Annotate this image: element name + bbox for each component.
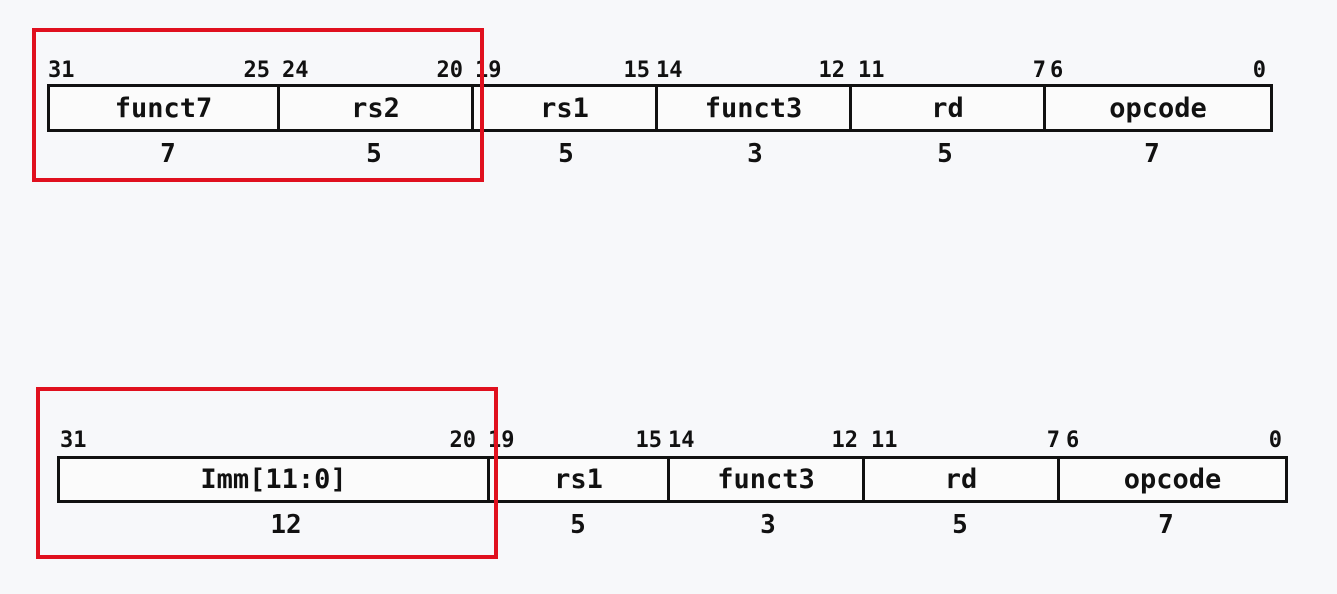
bit-label: 12 bbox=[818, 58, 846, 83]
bit-label: 20 bbox=[449, 428, 477, 453]
field-rs2: rs2 bbox=[280, 87, 474, 129]
bit-label: 7 bbox=[1046, 428, 1060, 453]
bit-label: 24 bbox=[282, 58, 309, 83]
bit-label: 14 bbox=[656, 58, 683, 83]
field-funct7: funct7 bbox=[50, 87, 280, 129]
field-opcode: opcode bbox=[1109, 92, 1207, 124]
r-type-field-row: funct7 rs2 rs1 funct3 rd opcode bbox=[47, 84, 1273, 132]
bit-label: 0 bbox=[1268, 428, 1282, 453]
r-type-field-widths: 7 5 5 3 5 7 bbox=[0, 140, 1337, 168]
width-label: 7 bbox=[1158, 510, 1174, 540]
width-label: 7 bbox=[1144, 139, 1160, 169]
bit-label: 6 bbox=[1050, 58, 1064, 83]
r-type-bit-positions: 31 25 24 20 19 15 14 12 11 7 6 0 bbox=[0, 57, 1337, 85]
bit-label: 11 bbox=[871, 428, 898, 453]
width-label: 5 bbox=[558, 139, 574, 169]
bit-label: 25 bbox=[243, 58, 271, 83]
i-type-bit-positions: 31 20 19 15 14 12 11 7 6 0 bbox=[0, 427, 1337, 455]
bit-label: 31 bbox=[60, 428, 87, 453]
bit-label: 15 bbox=[635, 428, 663, 453]
bit-label: 6 bbox=[1066, 428, 1080, 453]
width-label: 5 bbox=[937, 139, 953, 169]
field-rd: rd bbox=[852, 87, 1046, 129]
i-type-field-row: Imm[11:0] rs1 funct3 rd opcode bbox=[57, 456, 1288, 503]
width-label: 12 bbox=[270, 510, 302, 540]
field-rs1: rs1 bbox=[474, 87, 658, 129]
field-rd: rd bbox=[865, 459, 1060, 500]
bit-label: 11 bbox=[858, 58, 885, 83]
i-type-highlight-box bbox=[36, 387, 498, 559]
bit-label: 7 bbox=[1032, 58, 1046, 83]
bit-label: 31 bbox=[48, 58, 75, 83]
width-label: 5 bbox=[952, 510, 968, 540]
width-label: 5 bbox=[570, 510, 586, 540]
width-label: 5 bbox=[366, 139, 382, 169]
field-rs1: rs1 bbox=[490, 459, 670, 500]
bit-label: 20 bbox=[436, 58, 464, 83]
bit-label: 15 bbox=[623, 58, 651, 83]
width-label: 7 bbox=[160, 139, 176, 169]
bit-label: 12 bbox=[831, 428, 859, 453]
bit-label: 0 bbox=[1252, 58, 1266, 83]
width-label: 3 bbox=[760, 510, 776, 540]
field-funct3: funct3 bbox=[670, 459, 865, 500]
field-imm: Imm[11:0] bbox=[60, 459, 490, 500]
bit-label: 19 bbox=[475, 58, 502, 83]
field-opcode: opcode bbox=[1123, 464, 1222, 495]
width-label: 3 bbox=[747, 139, 763, 169]
bit-label: 14 bbox=[668, 428, 695, 453]
bit-label: 19 bbox=[488, 428, 515, 453]
field-funct3: funct3 bbox=[658, 87, 852, 129]
i-type-field-widths: 12 5 3 5 7 bbox=[0, 511, 1337, 539]
r-type-format: 31 25 24 20 19 15 14 12 11 7 6 0 funct7 … bbox=[0, 0, 1337, 200]
r-type-highlight-box bbox=[32, 28, 484, 182]
